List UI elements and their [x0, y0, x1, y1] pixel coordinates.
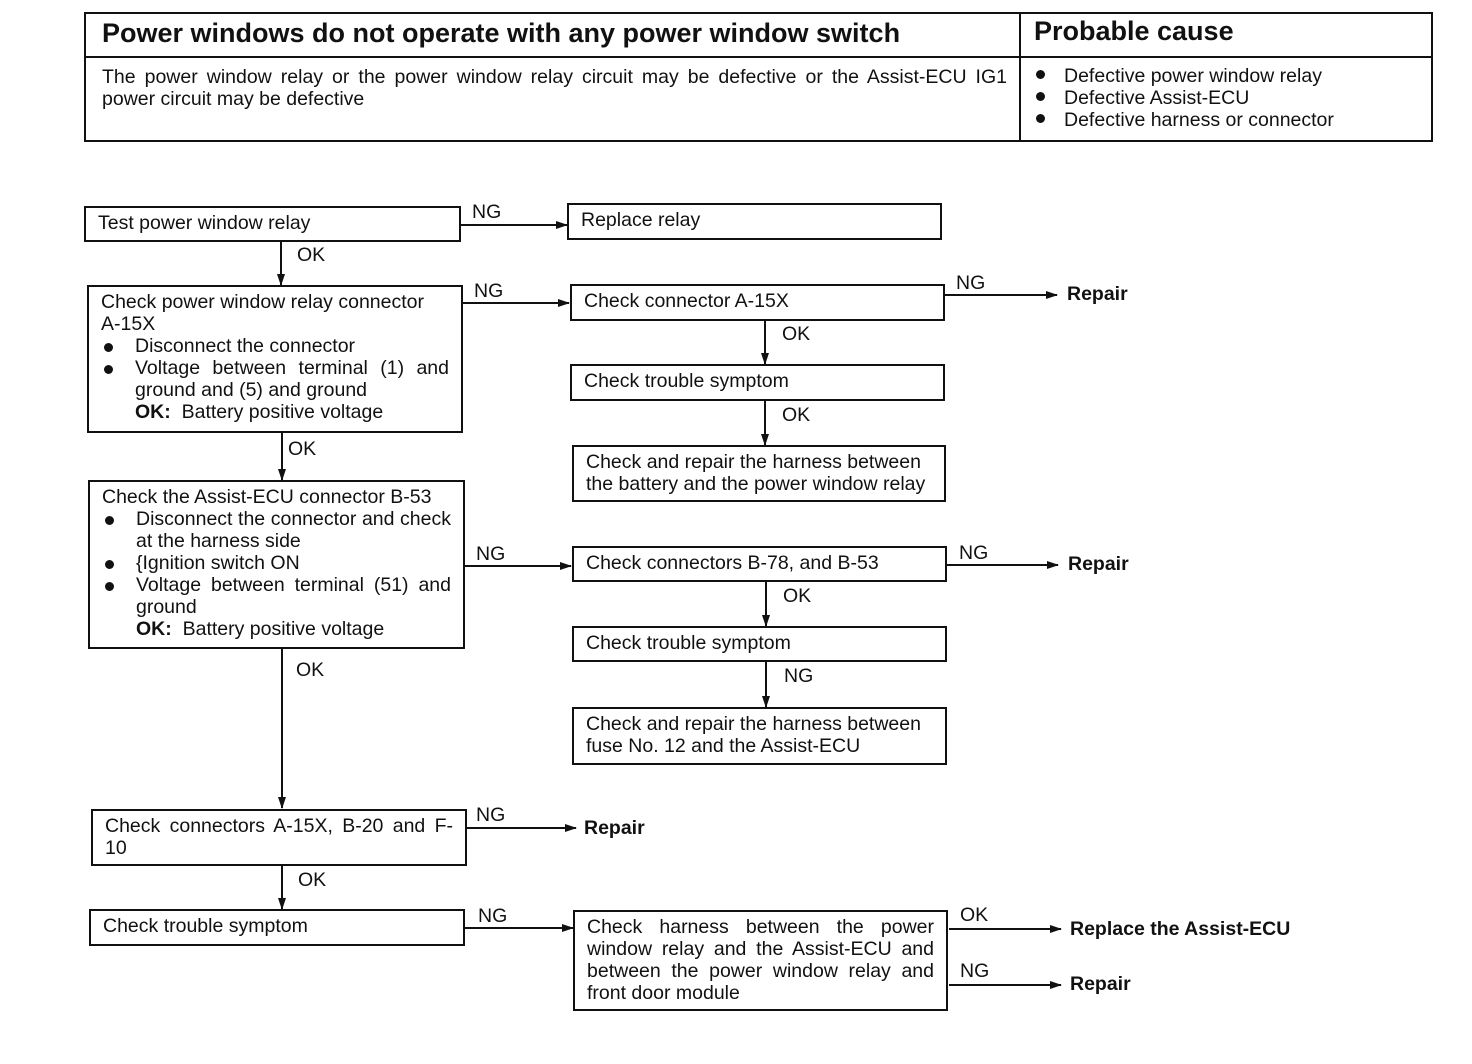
label-ng: NG — [472, 201, 502, 223]
outcome-replace-ecu: Replace the Assist-ECU — [1070, 918, 1291, 940]
symptom-description: The power window relay or the power wind… — [102, 66, 1007, 110]
label-ng: NG — [784, 665, 814, 687]
header-table — [84, 12, 1433, 142]
label-ng: NG — [474, 280, 504, 302]
bullet-icon — [1036, 70, 1045, 80]
label-ok: OK — [782, 404, 811, 426]
label-ok: OK — [298, 869, 327, 891]
bullet-item: Disconnect the connector and check at th… — [102, 508, 451, 552]
label-ng: NG — [476, 804, 506, 826]
label-ng: NG — [476, 543, 506, 565]
step-test-relay: Test power window relay — [84, 206, 461, 242]
bullet-icon — [102, 574, 136, 618]
ok-condition: OK: Battery positive voltage — [136, 618, 385, 640]
label-ng: NG — [960, 960, 990, 982]
bullet-item: Voltage between terminal (51) and ground — [102, 574, 451, 618]
bullet-icon — [102, 552, 136, 574]
label-ok: OK — [960, 904, 989, 926]
label-ng: NG — [478, 905, 508, 927]
probable-cause-title: Probable cause — [1034, 16, 1234, 46]
step-check-b78: Check connectors B-78, and B-53 — [572, 546, 947, 582]
outcome-repair: Repair — [1068, 553, 1129, 575]
header-divider-horizontal — [84, 56, 1433, 58]
bullet-item: Voltage between terminal (1) and ground … — [101, 357, 449, 401]
step-check-connectors-a15x-b20: Check connectors A-15X, B-20 and F-10 — [91, 809, 467, 866]
symptom-title: Power windows do not operate with any po… — [102, 18, 901, 48]
bullet-item: Disconnect the connector — [101, 335, 449, 357]
ok-condition: OK: Battery positive voltage — [135, 401, 384, 423]
step-check-a15x: Check connector A-15X — [570, 284, 945, 321]
step-check-ecu-connector: Check the Assist-ECU connector B-53 Disc… — [88, 480, 465, 649]
label-ok: OK — [296, 659, 325, 681]
step-check-relay-connector: Check power window relay connector A-15X… — [87, 285, 463, 433]
outcome-repair: Repair — [1067, 283, 1128, 305]
outcome-repair: Repair — [584, 817, 645, 839]
label-ok: OK — [297, 244, 326, 266]
cause-item: Defective harness or connector — [1036, 109, 1334, 131]
step-check-symptom-2: Check trouble symptom — [572, 626, 947, 662]
bullet-icon — [101, 335, 135, 357]
bullet-item: {Ignition switch ON — [102, 552, 451, 574]
cause-item: Defective power window relay — [1036, 65, 1322, 87]
step-repair-harness-battery: Check and repair the harness between the… — [572, 445, 946, 502]
label-ng: NG — [959, 542, 989, 564]
label-ok: OK — [783, 585, 812, 607]
step-repair-harness-fuse: Check and repair the harness between fus… — [572, 707, 947, 765]
cause-item: Defective Assist-ECU — [1036, 87, 1249, 109]
label-ok: OK — [782, 323, 811, 345]
step-check-symptom-3: Check trouble symptom — [89, 909, 465, 946]
bullet-icon — [1036, 92, 1045, 102]
bullet-icon — [1036, 114, 1045, 124]
outcome-repair: Repair — [1070, 973, 1131, 995]
step-check-harness-front-door: Check harness between the power window r… — [573, 910, 948, 1011]
label-ok: OK — [288, 438, 317, 460]
step-replace-relay: Replace relay — [567, 203, 942, 240]
bullet-icon — [102, 508, 136, 552]
label-ng: NG — [956, 272, 986, 294]
header-divider-vertical — [1019, 12, 1021, 142]
step-check-symptom-1: Check trouble symptom — [570, 364, 945, 401]
bullet-icon — [101, 357, 135, 401]
